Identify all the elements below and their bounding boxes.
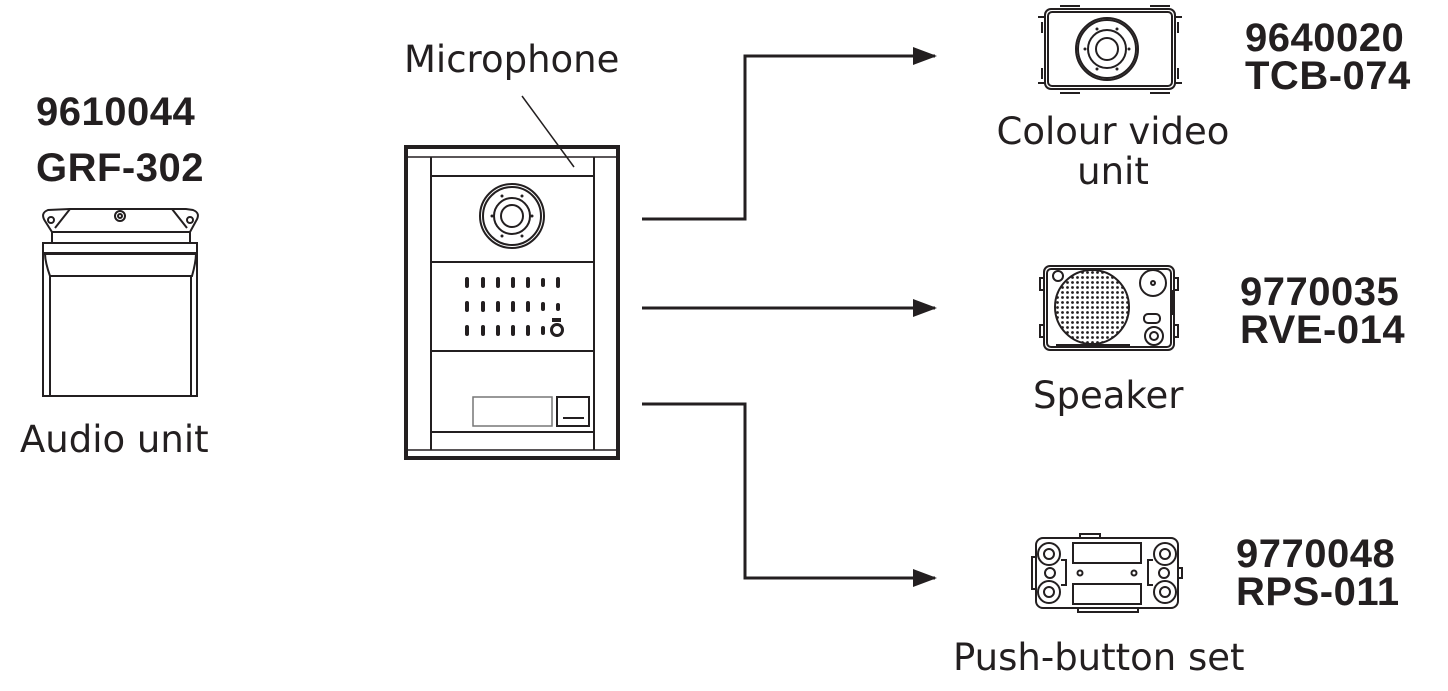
panel-name-card xyxy=(472,396,553,427)
arrow-to-video-unit xyxy=(642,47,937,221)
video-unit-label-line2: unit xyxy=(1077,150,1149,193)
video-unit-icon xyxy=(1038,5,1182,94)
video-unit-label-line1: Colour video xyxy=(996,110,1230,153)
audio-unit-code: 9610044 xyxy=(36,90,196,134)
microphone-label: Microphone xyxy=(404,38,620,81)
panel-led-icon xyxy=(550,323,564,337)
panel-camera-icon xyxy=(479,183,545,249)
audio-unit-model: GRF-302 xyxy=(36,146,204,190)
video-unit-code: 9640020 xyxy=(1245,16,1405,60)
arrow-to-push-button-set xyxy=(642,402,937,587)
speaker-model: RVE-014 xyxy=(1240,308,1406,352)
microphone-pointer-line xyxy=(521,95,575,168)
panel-speaker-grille xyxy=(465,277,561,336)
speaker-label: Speaker xyxy=(1033,374,1184,417)
video-unit-model: TCB-074 xyxy=(1245,54,1411,98)
audio-unit-icon xyxy=(42,208,199,397)
push-button-set-code: 9770048 xyxy=(1236,532,1396,576)
speaker-icon xyxy=(1039,265,1179,351)
audio-unit-label: Audio unit xyxy=(20,418,209,461)
speaker-code: 9770035 xyxy=(1240,270,1400,314)
push-button-set-model: RPS-011 xyxy=(1236,570,1400,614)
entrance-panel-icon xyxy=(404,145,620,460)
video-unit-label: Colour video unit xyxy=(992,112,1234,192)
push-button-set-icon xyxy=(1031,533,1183,613)
panel-call-button xyxy=(556,396,590,427)
push-button-set-label: Push-button set xyxy=(953,636,1245,679)
